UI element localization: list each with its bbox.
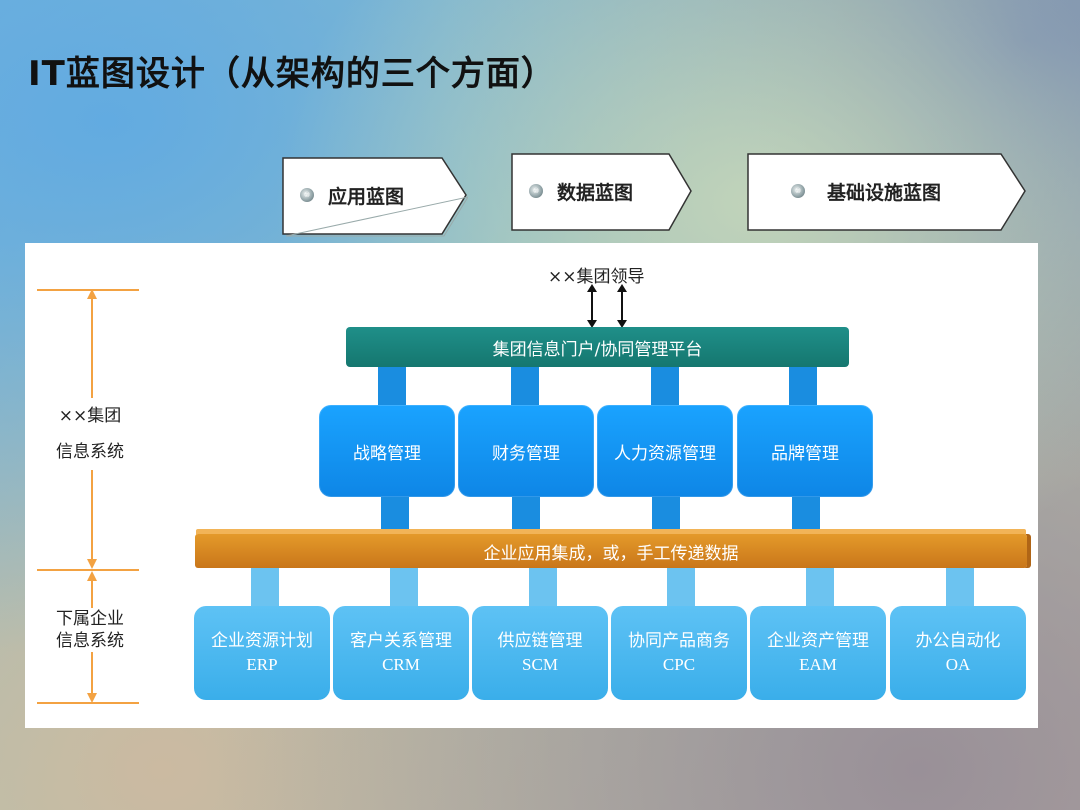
chevron-shape: [511, 153, 692, 231]
connector: [806, 568, 834, 608]
app-name: 供应链管理: [497, 631, 583, 651]
subsidiary-system-label: 下属企业 信息系统: [40, 608, 140, 652]
module-hr: 人力资源管理: [597, 405, 733, 497]
group-system-line1: ××集团: [58, 406, 122, 426]
group-portal-platform: 集团信息门户/协同管理平台: [346, 327, 849, 367]
app-cpc: 协同产品商务 CPC: [611, 606, 747, 700]
bracket-middle-line: [37, 569, 139, 571]
connector: [652, 497, 680, 529]
group-system-label: ××集团 信息系统: [40, 398, 140, 470]
page-title: IT蓝图设计（从架构的三个方面）: [28, 54, 556, 94]
app-erp: 企业资源计划 ERP: [194, 606, 330, 700]
bullet-icon: ⑩: [300, 188, 314, 202]
app-crm: 客户关系管理 CRM: [333, 606, 469, 700]
app-code: SCM: [522, 655, 558, 674]
chevron-label: 基础设施蓝图: [827, 181, 942, 204]
connector: [946, 568, 974, 608]
connector: [789, 367, 817, 407]
bullet-icon: ⑩: [529, 184, 543, 198]
chevron-data-blueprint: ⑩ 数据蓝图: [511, 151, 693, 231]
app-eam: 企业资产管理 EAM: [750, 606, 886, 700]
bracket-bottom-line: [37, 702, 139, 704]
app-code: CRM: [382, 655, 420, 674]
app-name: 企业资产管理: [767, 631, 869, 651]
leader-arrows: [587, 284, 627, 328]
app-code: ERP: [246, 655, 278, 674]
subsidiary-system-line1: 下属企业: [56, 609, 124, 629]
chevron-infrastructure-blueprint: ⑩ 基础设施蓝图: [747, 151, 1027, 231]
connector: [381, 497, 409, 529]
chevron-label: 应用蓝图: [328, 185, 405, 208]
connector: [511, 367, 539, 407]
bracket-top-line: [37, 289, 139, 291]
chevron-application-blueprint: ⑩ 应用蓝图: [282, 155, 468, 237]
connector: [390, 568, 418, 608]
module-brand: 品牌管理: [737, 405, 873, 497]
app-name: 办公自动化: [915, 631, 1001, 651]
chevron-label: 数据蓝图: [557, 181, 634, 204]
app-code: CPC: [662, 655, 696, 674]
app-code: OA: [945, 655, 971, 674]
subsidiary-system-line2: 信息系统: [56, 631, 124, 651]
app-name: 协同产品商务: [628, 631, 730, 651]
connector: [651, 367, 679, 407]
chevron-shape: [282, 157, 468, 237]
connector: [512, 497, 540, 529]
integration-bar: 企业应用集成，或，手工传递数据: [195, 534, 1027, 568]
group-system-line2: 信息系统: [56, 442, 124, 462]
module-strategy: 战略管理: [319, 405, 455, 497]
connector: [792, 497, 820, 529]
app-oa: 办公自动化 OA: [890, 606, 1026, 700]
app-scm: 供应链管理 SCM: [472, 606, 608, 700]
app-code: EAM: [799, 655, 837, 674]
module-finance: 财务管理: [458, 405, 594, 497]
connector: [378, 367, 406, 407]
app-name: 客户关系管理: [350, 631, 452, 651]
app-name: 企业资源计划: [211, 631, 313, 651]
chevron-shape: [747, 153, 1026, 231]
bullet-icon: ⑩: [791, 184, 805, 198]
group-leader-label: ××集团领导: [548, 267, 645, 287]
connector: [251, 568, 279, 608]
connector: [667, 568, 695, 608]
connector: [529, 568, 557, 608]
